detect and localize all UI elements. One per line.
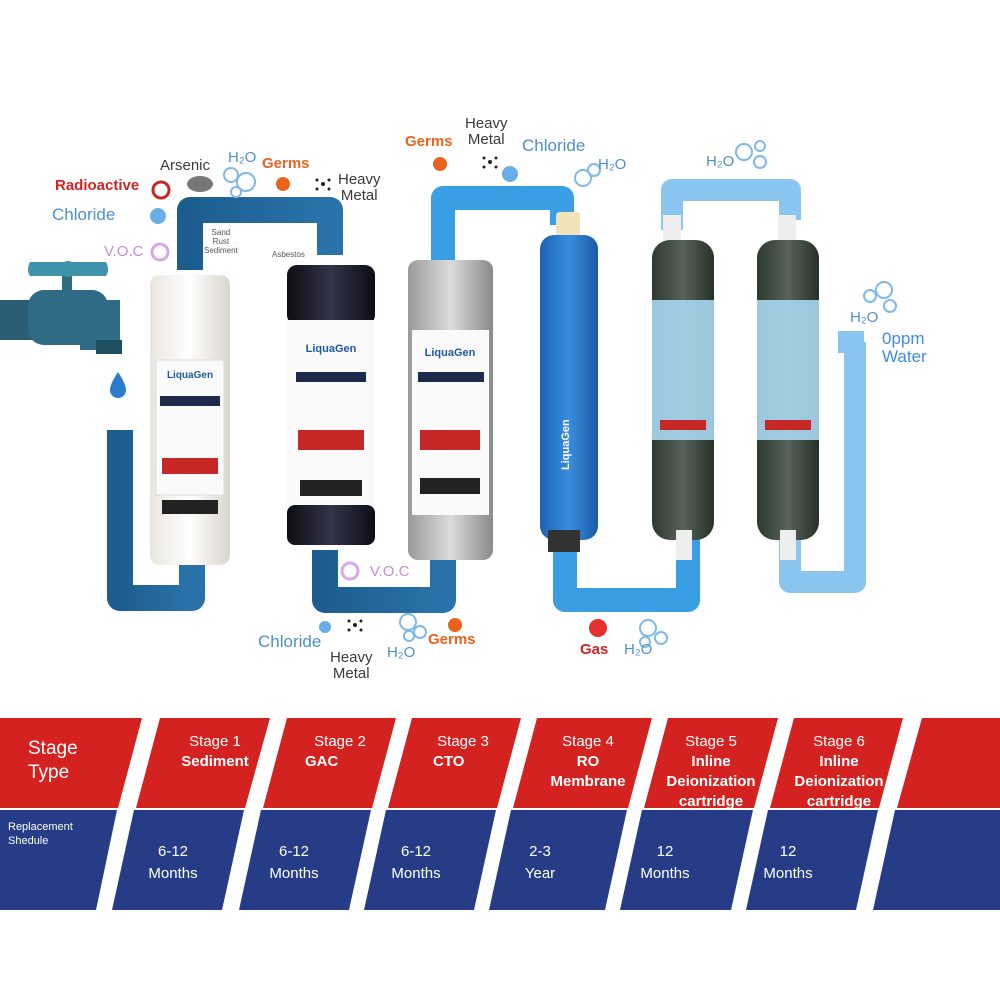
stage-type: Inline Deionization cartridge bbox=[666, 753, 756, 810]
stage-cell-5 bbox=[644, 718, 778, 808]
heavy-metal-icon bbox=[315, 156, 498, 632]
brand-logo: LiquaGen bbox=[167, 370, 213, 381]
stage-3-header: Stage 3 CTO bbox=[408, 732, 518, 772]
filler-cell bbox=[873, 810, 1000, 910]
stage-cell-2 bbox=[263, 718, 396, 808]
label-chloride: Chloride bbox=[522, 136, 586, 155]
label-h2o: H₂O bbox=[387, 644, 416, 661]
inline-cartridge-stage-5 bbox=[652, 215, 714, 560]
label-h2o: H₂O bbox=[624, 641, 653, 658]
stage-cell-4 bbox=[513, 718, 652, 808]
stage-cell-6 bbox=[770, 718, 903, 808]
label-gas: Gas bbox=[580, 641, 609, 658]
schedule-stage-2: 6-12 Months bbox=[269, 843, 319, 882]
schedule-stage-4: 2-3 Year bbox=[524, 843, 556, 882]
filter-stage-1: LiquaGen bbox=[150, 275, 230, 565]
schedule-stage-5: 12 Months bbox=[640, 843, 690, 882]
filter-stage-2: LiquaGen bbox=[287, 265, 375, 545]
row1-label-cell bbox=[0, 718, 142, 808]
stage-type: Sediment bbox=[181, 753, 249, 770]
stage-1-header: Stage 1 Sediment bbox=[160, 732, 270, 772]
stage-cell-3 bbox=[388, 718, 521, 808]
inlet-pipe bbox=[107, 197, 456, 613]
label-voc: V.O.C bbox=[370, 563, 410, 580]
label-chloride: Chloride bbox=[258, 632, 322, 651]
schedule-cell-2 bbox=[239, 810, 371, 910]
label-radioactive: Radioactive bbox=[55, 177, 140, 194]
filler-cell bbox=[897, 718, 1000, 808]
label-h2o: H₂O bbox=[598, 156, 627, 173]
schedule-cell-3 bbox=[364, 810, 496, 910]
stage-name: Stage 6 bbox=[813, 733, 865, 750]
gas-icon bbox=[589, 619, 607, 637]
mid-pipe bbox=[431, 186, 700, 612]
bubble-icons bbox=[223, 140, 897, 648]
water-drop-icon bbox=[110, 372, 126, 398]
chloride-icon bbox=[502, 166, 518, 182]
faucet-icon bbox=[0, 261, 122, 354]
label-h2o: H₂O bbox=[228, 149, 257, 166]
schedule-cell-6 bbox=[746, 810, 878, 910]
chloride-icon bbox=[150, 208, 166, 224]
label-germs: Germs bbox=[428, 631, 476, 648]
row2-label-cell bbox=[0, 810, 117, 910]
stage-name: Stage 3 bbox=[437, 733, 489, 750]
label-asbestos: Asbestos bbox=[272, 250, 305, 259]
label-germs: Germs bbox=[405, 133, 453, 150]
ro-membrane: LiquaGen bbox=[540, 212, 598, 552]
radioactive-icon bbox=[151, 180, 171, 200]
stage-type: RO Membrane bbox=[550, 753, 626, 790]
germs-icon bbox=[276, 157, 462, 632]
stage-name: Stage 5 bbox=[685, 733, 737, 750]
inline-cartridge-stage-6 bbox=[757, 215, 819, 560]
filtration-diagram: LiquaGen LiquaGen LiquaGen LiquaGen bbox=[0, 140, 897, 648]
stage-2-header: Stage 2 GAC bbox=[285, 732, 395, 772]
voc-icon bbox=[340, 561, 360, 581]
stage-cell-1 bbox=[136, 718, 270, 808]
stage-6-header: Stage 6 Inline Deionization cartridge bbox=[784, 732, 894, 812]
label-chloride: Chloride bbox=[52, 205, 116, 224]
schedule-stage-1: 6-12 Months bbox=[148, 843, 198, 882]
stage-type: CTO bbox=[433, 753, 465, 770]
label-arsenic: Arsenic bbox=[160, 157, 211, 174]
row2-label: Replacement Shedule bbox=[8, 821, 73, 847]
label-heavy-metal: Heavy Metal bbox=[338, 171, 381, 204]
label-heavy-metal: Heavy Metal bbox=[465, 115, 508, 148]
stage-name: Stage 4 bbox=[562, 733, 614, 750]
voc-icon bbox=[150, 242, 170, 262]
stage-type: Inline Deionization cartridge bbox=[794, 753, 884, 810]
schedule-stage-6: 12 Months bbox=[763, 843, 813, 882]
stage-name: Stage 2 bbox=[314, 733, 366, 750]
label-sediment-box: Sand Rust Sediment bbox=[204, 228, 238, 255]
stage-4-header: Stage 4 RO Membrane bbox=[533, 732, 643, 792]
chloride-icon bbox=[319, 621, 331, 633]
label-h2o: H₂O bbox=[850, 309, 879, 326]
label-h2o: H₂O bbox=[706, 153, 735, 170]
schedule-stage-3: 6-12 Months bbox=[391, 843, 441, 882]
brand-logo: LiquaGen bbox=[425, 347, 476, 359]
label-germs: Germs bbox=[262, 155, 310, 172]
brand-logo: LiquaGen bbox=[560, 419, 572, 470]
schedule-cell-1 bbox=[112, 810, 244, 910]
stage-5-header: Stage 5 Inline Deionization cartridge bbox=[656, 732, 766, 812]
stage-table bbox=[0, 718, 1000, 910]
stage-type: GAC bbox=[305, 753, 339, 770]
row1-label: Stage Type bbox=[28, 738, 78, 783]
stage-name: Stage 1 bbox=[189, 733, 241, 750]
label-heavy-metal: Heavy Metal bbox=[330, 649, 373, 682]
schedule-cell-4 bbox=[489, 810, 627, 910]
schedule-cell-5 bbox=[620, 810, 753, 910]
brand-logo: LiquaGen bbox=[306, 343, 357, 355]
arsenic-icon bbox=[187, 176, 213, 192]
deionization-pipe bbox=[661, 179, 866, 593]
filter-stage-3: LiquaGen bbox=[408, 260, 493, 560]
label-voc: V.O.C bbox=[104, 243, 144, 260]
label-output-water: 0ppm Water bbox=[882, 329, 927, 366]
